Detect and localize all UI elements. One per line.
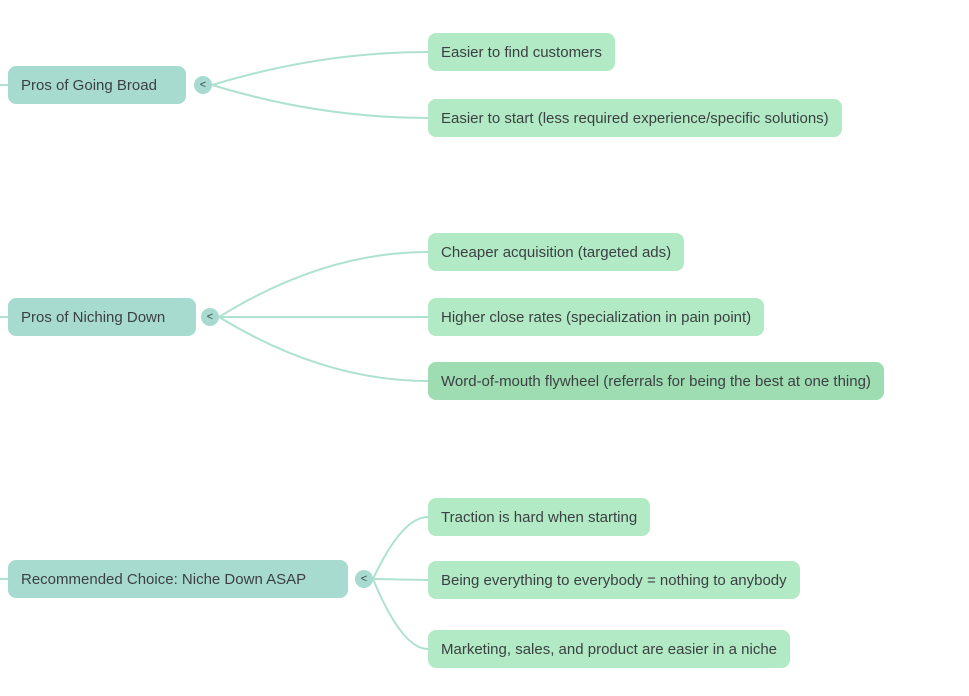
collapse-button[interactable]: < bbox=[201, 308, 219, 326]
mindmap-node-pros-of-going-broad[interactable]: Pros of Going Broad bbox=[8, 66, 186, 104]
mindmap-node-child[interactable]: Higher close rates (specialization in pa… bbox=[428, 298, 765, 336]
mindmap-node-child-highlighted[interactable]: Word-of-mouth flywheel (referrals for be… bbox=[428, 362, 884, 400]
connector-line bbox=[218, 251, 429, 318]
connector-line bbox=[218, 316, 429, 382]
connector-line bbox=[372, 578, 429, 581]
collapse-button[interactable]: < bbox=[194, 76, 212, 94]
connector-line bbox=[372, 578, 429, 650]
collapse-button[interactable]: < bbox=[355, 570, 373, 588]
mindmap-node-child[interactable]: Cheaper acquisition (targeted ads) bbox=[428, 233, 685, 271]
connector-line bbox=[211, 84, 429, 119]
mindmap-node-child[interactable]: Traction is hard when starting bbox=[428, 498, 651, 536]
mindmap-node-child[interactable]: Easier to start (less required experienc… bbox=[428, 99, 842, 137]
mindmap-node-recommended-choice[interactable]: Recommended Choice: Niche Down ASAP bbox=[8, 560, 348, 598]
connector-line bbox=[211, 51, 429, 86]
connector-line bbox=[372, 516, 429, 580]
mindmap-node-child[interactable]: Being everything to everybody = nothing … bbox=[428, 561, 800, 599]
mindmap-node-child[interactable]: Marketing, sales, and product are easier… bbox=[428, 630, 791, 668]
mindmap-node-child[interactable]: Easier to find customers bbox=[428, 33, 615, 71]
mindmap-node-pros-of-niching-down[interactable]: Pros of Niching Down bbox=[8, 298, 196, 336]
